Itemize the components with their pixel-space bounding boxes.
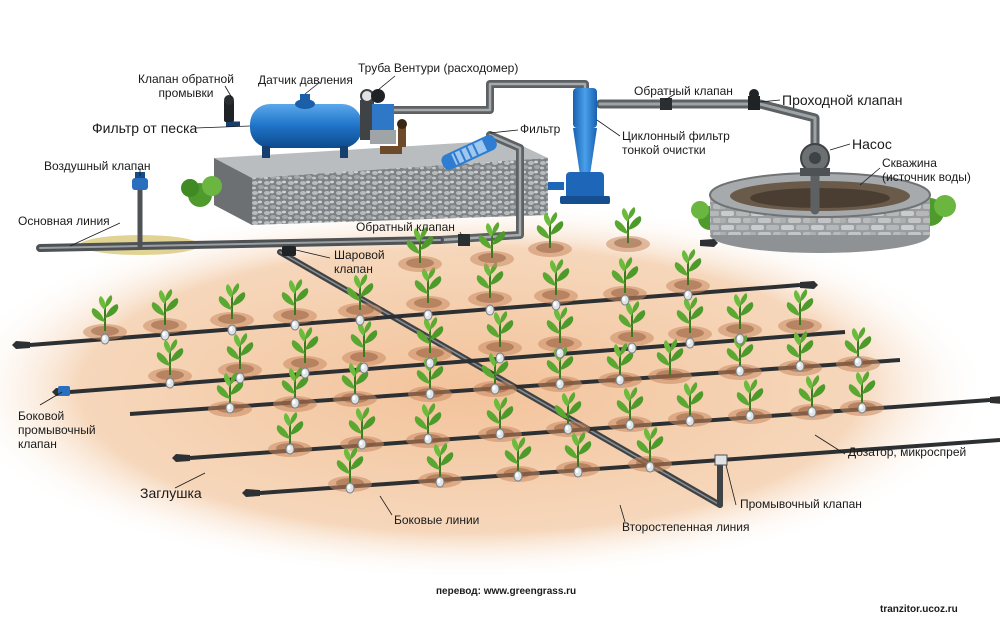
pump bbox=[800, 143, 830, 176]
label-end-cap: Заглушка bbox=[140, 485, 202, 501]
label-venturi: Труба Вентури (расходомер) bbox=[358, 61, 519, 75]
credit-translation: перевод: www.greengrass.ru bbox=[436, 586, 577, 597]
bush-left bbox=[181, 176, 222, 207]
label-secondary-line: Второстепенная линия bbox=[622, 520, 750, 534]
cyclone-filter bbox=[548, 88, 610, 204]
label-sand-filter: Фильтр от песка bbox=[92, 120, 198, 136]
label-pressure-sensor: Датчик давления bbox=[258, 73, 353, 87]
valves bbox=[282, 89, 760, 466]
label-backwash-valve: Клапан обратной промывки bbox=[138, 72, 234, 100]
leader-lines bbox=[39, 75, 881, 523]
label-lateral-lines: Боковые линии bbox=[394, 513, 480, 527]
label-check-valve-top: Обратный клапан bbox=[634, 84, 733, 98]
side-flush-valve-icon bbox=[58, 386, 70, 396]
label-ball-valve: Шаровой клапан bbox=[334, 248, 385, 276]
label-main-line: Основная линия bbox=[18, 214, 110, 228]
label-flush-valve: Промывочный клапан bbox=[740, 497, 862, 511]
label-side-flush-valve: Боковой промывочный клапан bbox=[18, 409, 96, 451]
disc-filter bbox=[441, 134, 497, 170]
venturi-icon bbox=[370, 104, 396, 144]
label-dispenser: Дозатор, микроспрей bbox=[848, 445, 967, 459]
label-check-valve-bottom: Обратный клапан bbox=[356, 220, 455, 234]
label-well: Скважина (источник воды) bbox=[882, 156, 971, 184]
credit-source: tranzitor.ucoz.ru bbox=[880, 604, 958, 615]
label-air-valve: Воздушный клапан bbox=[44, 159, 151, 173]
label-cyclone-filter: Циклонный фильтр тонкой очистки bbox=[622, 129, 730, 157]
gate-valves bbox=[380, 119, 407, 154]
well bbox=[709, 172, 931, 253]
label-filter: Фильтр bbox=[520, 122, 561, 136]
sand-filter-tank bbox=[226, 94, 362, 158]
label-pump: Насос bbox=[852, 136, 892, 152]
label-through-valve: Проходной клапан bbox=[782, 92, 903, 108]
